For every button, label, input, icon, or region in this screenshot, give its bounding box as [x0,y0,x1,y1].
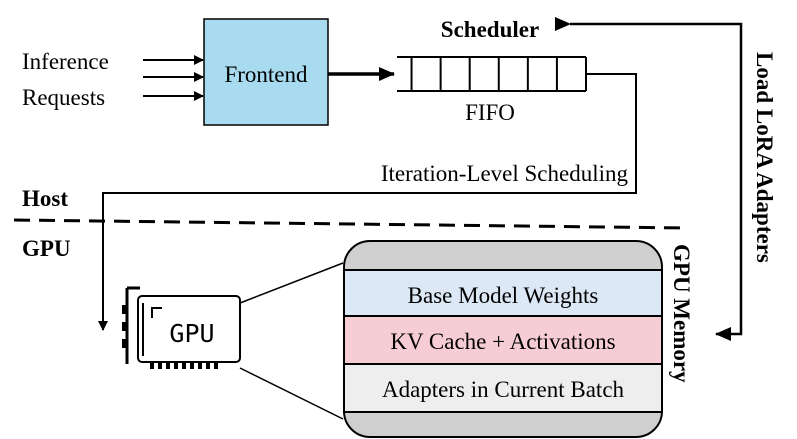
gpu-region-label: GPU [22,236,71,261]
fifo-label: FIFO [465,100,515,125]
fifo-queue [397,56,587,92]
gpu-card-pins [150,362,218,369]
memory-layer-base-weights-label: Base Model Weights [408,283,599,308]
gpu-memory-title: GPU Memory [669,244,694,383]
gpu-card-pin [150,362,154,369]
gpu-card-pin [182,362,186,369]
frontend-box [203,18,329,126]
gpu-card-pin [158,362,162,369]
zoom-line-bottom [239,367,344,420]
gpu-card-port-2 [122,322,127,331]
host-gpu-divider [13,218,689,230]
host-label: Host [22,186,68,211]
load-adapters-path [555,17,743,341]
memory-layer-adapters [343,363,663,413]
zoom-line-top [239,262,344,304]
gpu-memory-block: Base Model Weights KV Cache + Activation… [343,240,663,438]
gpu-card-pin [198,362,202,369]
inference-requests-line2: Requests [22,85,105,110]
gpu-card-pin [174,362,178,369]
gpu-card-label: GPU [169,319,214,348]
gpu-card-body [137,295,241,363]
gpu-card-pin [166,362,170,369]
gpu-card-pin [206,362,210,369]
iteration-scheduling-label: Iteration-Level Scheduling [381,161,629,186]
gpu-card-icon: GPU [122,286,241,369]
gpu-card-corner-mark [151,307,162,318]
gpu-card-pin [190,362,194,369]
memory-layer-adapters-label: Adapters in Current Batch [382,377,625,402]
memory-layer-kv-cache-label: KV Cache + Activations [390,329,615,354]
frontend-label: Frontend [224,62,308,87]
load-adapters-label: Load LoRA Adapters [752,52,777,263]
inference-requests-line1: Inference [22,49,109,74]
gpu-card-port-3 [122,339,127,348]
gpu-card-port-1 [122,305,127,314]
scheduler-title: Scheduler [441,17,539,42]
gpu-card-pin [214,362,218,369]
